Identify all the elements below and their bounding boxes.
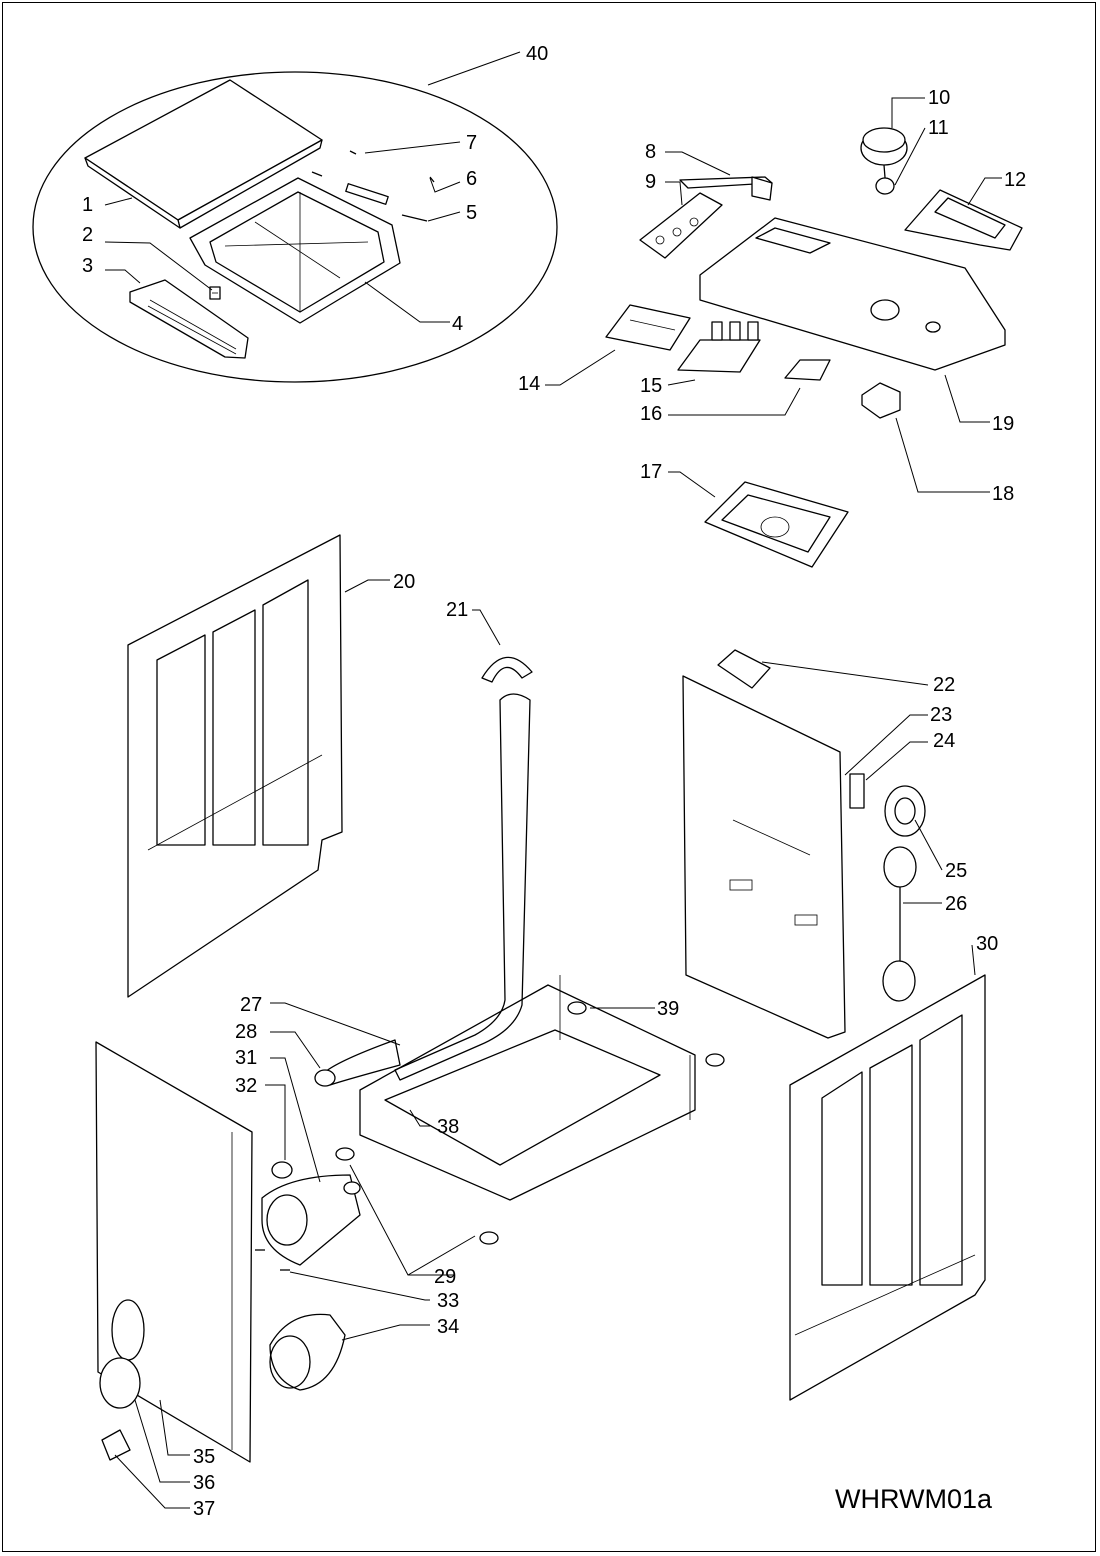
callout-32: 32 — [235, 1075, 257, 1097]
callout-23: 23 — [930, 704, 952, 726]
callout-2: 2 — [82, 224, 93, 246]
callout-25: 25 — [945, 860, 967, 882]
callout-labels: 40 1 2 3 4 5 6 7 8 9 10 11 12 14 15 16 1… — [82, 43, 1026, 1520]
callout-20: 20 — [393, 571, 415, 593]
part-33-screws — [255, 1249, 290, 1271]
part-32-clamp — [271, 1161, 293, 1179]
callout-28: 28 — [235, 1021, 257, 1043]
part-26-tube — [882, 846, 917, 1002]
part-39-feet — [567, 1001, 725, 1067]
callout-5: 5 — [466, 202, 477, 224]
callout-16: 16 — [640, 403, 662, 425]
part-10-knob — [860, 127, 908, 191]
callout-26: 26 — [945, 893, 967, 915]
callout-15: 15 — [640, 375, 662, 397]
callout-9: 9 — [645, 171, 656, 193]
part-5-7-fasteners — [311, 150, 435, 222]
part-12-bracket — [904, 189, 1023, 251]
callout-11: 11 — [928, 117, 949, 139]
callout-4: 4 — [452, 313, 463, 335]
callout-38: 38 — [437, 1116, 459, 1138]
part-24-clip — [849, 773, 865, 809]
callout-34: 34 — [437, 1316, 459, 1338]
callout-1: 1 — [82, 194, 93, 216]
part-2-clip — [209, 286, 221, 300]
callout-37: 37 — [193, 1498, 215, 1520]
callout-21: 21 — [446, 599, 468, 621]
lid-group-ellipse — [32, 71, 558, 383]
callout-3: 3 — [82, 255, 93, 277]
callout-6: 6 — [466, 168, 477, 190]
part-8-bracket — [679, 176, 773, 201]
part-16-clip — [784, 359, 831, 381]
callout-12: 12 — [1004, 169, 1026, 191]
callout-22: 22 — [933, 674, 955, 696]
part-15-drawer — [677, 321, 761, 373]
callout-29: 29 — [434, 1266, 456, 1288]
callout-35: 35 — [193, 1446, 215, 1468]
part-22-bracket — [717, 649, 771, 689]
callout-30: 30 — [976, 933, 998, 955]
callout-24: 24 — [933, 730, 955, 752]
leader-lines — [104, 51, 1002, 1509]
part-34-filter — [269, 1313, 346, 1391]
part-28-clamp — [314, 1069, 336, 1087]
part-30-side-panel — [789, 974, 986, 1401]
part-3-handle — [129, 279, 249, 359]
part-37-hinge — [101, 1429, 131, 1461]
callout-39: 39 — [657, 998, 679, 1020]
part-25-pressure-switch — [884, 785, 926, 837]
part-14-dispenser — [605, 304, 691, 351]
callout-33: 33 — [437, 1290, 459, 1312]
part-19-control-panel — [699, 217, 1006, 371]
callout-10: 10 — [928, 87, 950, 109]
callout-19: 19 — [992, 413, 1014, 435]
part-20-side-panel — [127, 534, 343, 998]
part-11-knob-insert — [875, 177, 895, 195]
drawing-code: WHRWM01a — [835, 1484, 993, 1514]
part-18-latch — [861, 382, 901, 419]
part-23-rear-panel — [682, 675, 846, 1039]
callout-14: 14 — [518, 373, 540, 395]
callout-7: 7 — [466, 132, 477, 154]
part-38-base-frame — [359, 975, 696, 1201]
part-17-housing — [704, 481, 849, 568]
part-4-top-frame — [189, 177, 401, 324]
part-21-hose-bracket — [481, 656, 533, 683]
part-36-filter-cover — [99, 1357, 141, 1409]
callout-27: 27 — [240, 994, 262, 1016]
part-27-hose — [324, 693, 531, 1086]
part-1-lid — [84, 79, 323, 229]
callout-31: 31 — [235, 1047, 257, 1069]
part-29-feet — [335, 1147, 499, 1245]
part-31-pump — [261, 1174, 361, 1266]
callout-40: 40 — [526, 43, 548, 65]
part-9-board — [639, 192, 723, 259]
callout-36: 36 — [193, 1472, 215, 1494]
callout-18: 18 — [992, 483, 1014, 505]
callout-17: 17 — [640, 461, 662, 483]
callout-8: 8 — [645, 141, 656, 163]
